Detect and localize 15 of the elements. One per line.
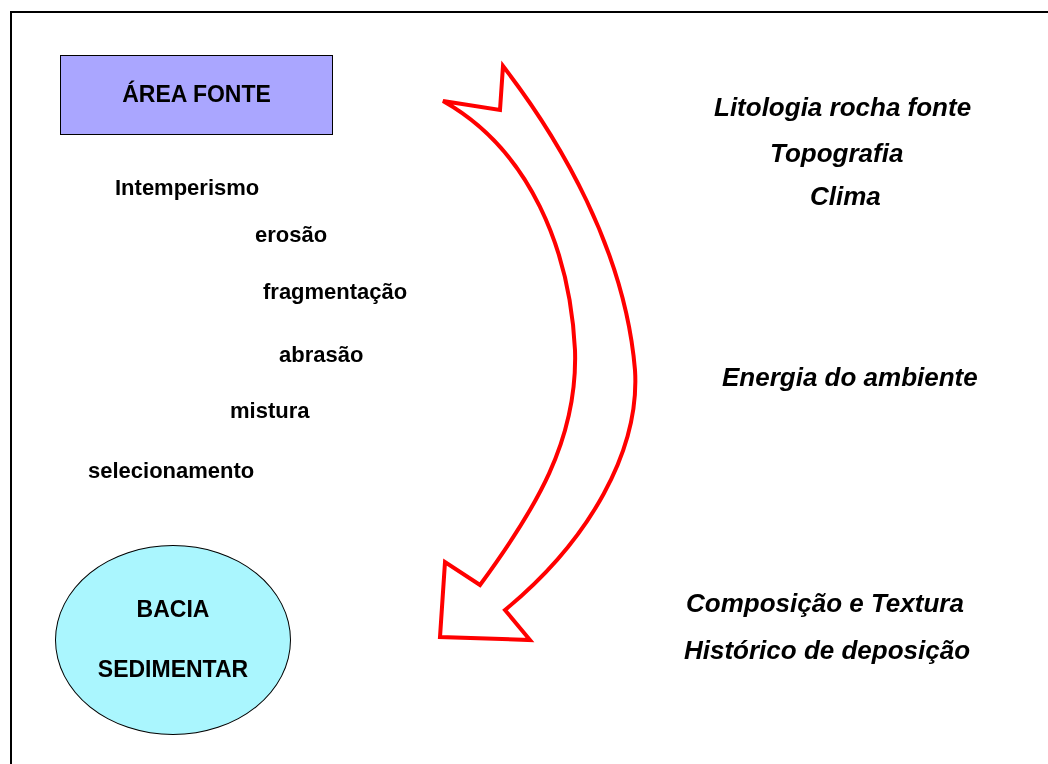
process-label: fragmentação (263, 279, 408, 305)
factor-label: Composição e Textura (686, 588, 964, 619)
process-label: erosão (255, 222, 328, 248)
factor-label: Histórico de deposição (684, 635, 971, 666)
factor-label: Litologia rocha fonte (714, 92, 972, 123)
process-label: mistura (230, 398, 310, 424)
process-label: abrasão (279, 342, 364, 368)
factor-label: Topografia (770, 138, 904, 169)
source-area-box (60, 55, 333, 135)
process-label: selecionamento (88, 458, 255, 484)
factor-label: Clima (810, 181, 881, 212)
factor-label: Energia do ambiente (722, 362, 978, 393)
node-label: ÁREA FONTE (122, 81, 271, 109)
process-label: Intemperismo (115, 175, 260, 201)
node-label: BACIA SEDIMENTAR (96, 595, 250, 684)
